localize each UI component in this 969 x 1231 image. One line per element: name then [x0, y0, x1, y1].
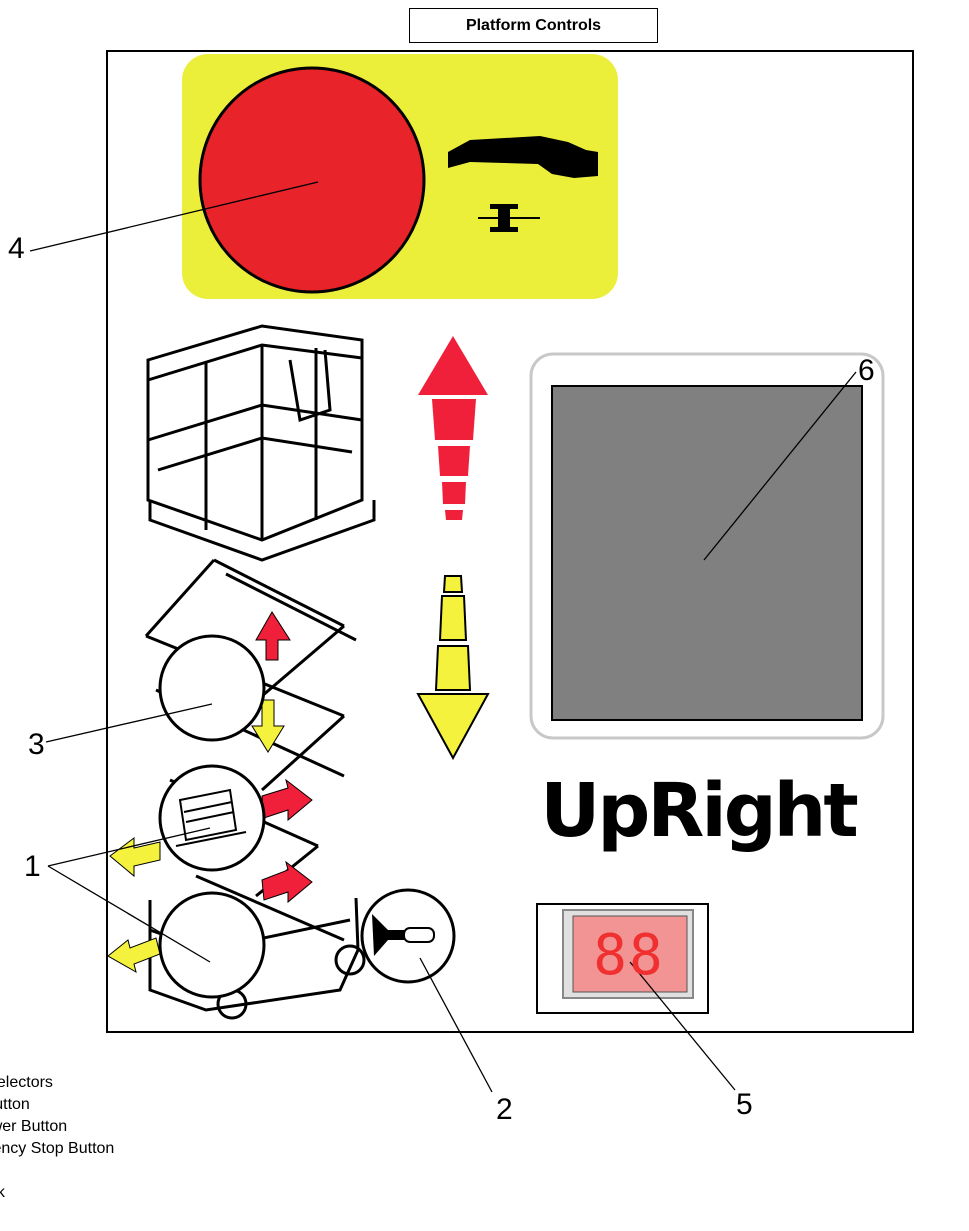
callout-3: 3 — [28, 728, 45, 761]
horn-icon — [372, 914, 435, 956]
upright-logo: UpRight — [540, 768, 858, 854]
lift-lower-button — [158, 634, 266, 742]
joystick-area — [551, 385, 863, 721]
legend-item: orn Button — [0, 1096, 30, 1113]
callout-5: 5 — [736, 1088, 753, 1121]
legend-item: isplay — [0, 1160, 114, 1182]
legend-item: oystick — [0, 1184, 5, 1201]
display-screen — [572, 915, 688, 993]
diagram-title: Platform Controls — [409, 8, 658, 43]
horn-button — [360, 888, 456, 984]
emergency-stop-button — [198, 66, 426, 294]
callout-2: 2 — [496, 1093, 513, 1126]
tilt-icon — [175, 788, 247, 847]
legend-item: rive Selectors — [0, 1074, 53, 1091]
lift-small-arrows — [107, 611, 313, 974]
legend-list: rive Selectors orn Button ift/Lower Butt… — [0, 1072, 114, 1204]
lift-up-arrow — [418, 336, 488, 520]
lower-down-arrow — [416, 575, 490, 761]
leader-lines — [29, 181, 857, 1093]
hand-press-icon — [448, 136, 598, 232]
callout-4: 4 — [8, 232, 25, 265]
callout-1: 1 — [24, 850, 41, 883]
legend-item: ift/Lower Button — [0, 1118, 68, 1135]
drive-selector-lower — [158, 891, 266, 999]
callout-6: 6 — [858, 354, 875, 387]
scissor-lift-icon — [144, 324, 376, 1020]
display-digits: 88 — [593, 922, 665, 988]
legend-item: mergency Stop Button — [0, 1140, 115, 1157]
drive-selector-upper — [158, 764, 266, 872]
